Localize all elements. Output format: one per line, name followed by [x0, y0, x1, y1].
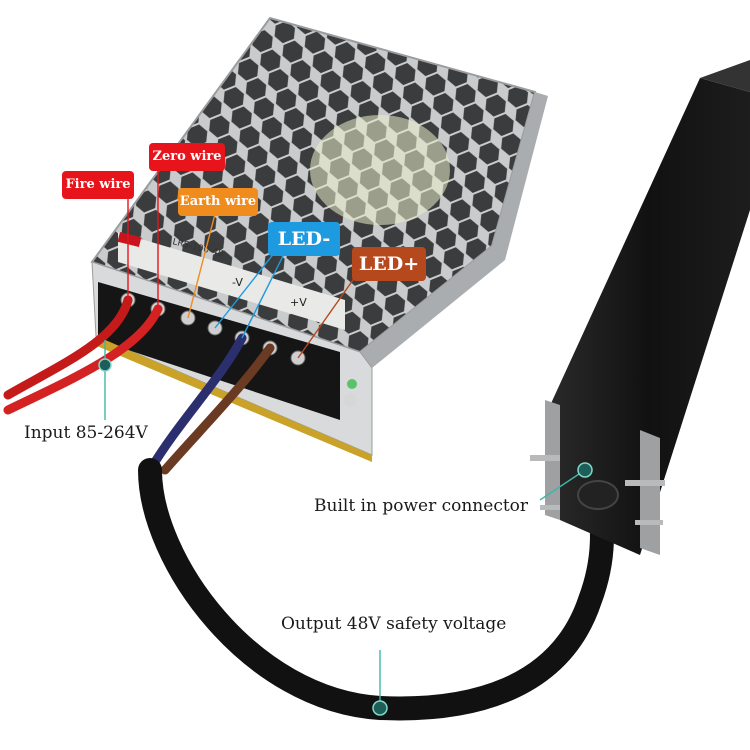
leader-dots — [98, 358, 593, 716]
output-voltage-caption: Output 48V safety voltage — [281, 614, 507, 634]
input-dot — [98, 358, 112, 372]
psu-side — [360, 92, 548, 368]
fire-wire-label: Fire wire — [62, 171, 134, 199]
output-cable — [138, 458, 614, 721]
psu-minus-marking: -V — [232, 276, 243, 289]
leader-lines — [104, 166, 586, 705]
connector-dot — [577, 462, 593, 478]
led-plus-label: LED+ — [352, 247, 426, 281]
psu-label — [118, 232, 345, 330]
earth-wire-label: Earth wire — [178, 188, 258, 216]
input-voltage-caption: Input 85-264V — [24, 423, 148, 443]
output-dot — [372, 700, 388, 716]
led-minus-label: LED- — [268, 222, 340, 256]
psu-plus-marking: +V — [290, 296, 307, 309]
output-wires — [145, 333, 275, 475]
track-rail — [530, 60, 750, 555]
power-connector-caption: Built in power connector — [314, 496, 529, 516]
zero-wire-label: Zero wire — [149, 143, 225, 171]
